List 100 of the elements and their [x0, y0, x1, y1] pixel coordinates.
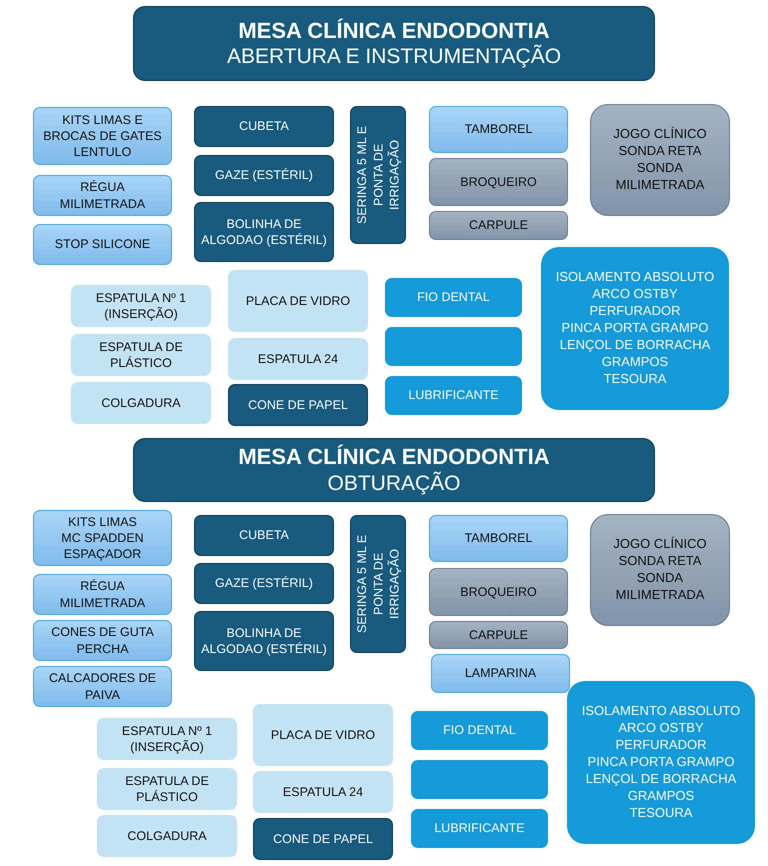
item-card — [71, 334, 211, 376]
item-label: BOLINHA DE ALGODAO (ESTÉRIL) — [201, 216, 327, 248]
item-card — [350, 515, 406, 653]
item-label: KITS LIMAS E BROCAS DE GATES — [42, 112, 163, 144]
item-label: COLGADURA — [127, 828, 207, 844]
item-label: ARCO OSTBY — [592, 286, 678, 304]
item-card — [228, 338, 368, 380]
item-card — [385, 278, 522, 317]
item-label: CARPULE — [468, 626, 528, 644]
item-label: PINCA PORTA GRAMPO — [588, 754, 734, 771]
item-card — [33, 510, 172, 566]
item-card — [194, 563, 334, 604]
item-label: LUBRIFICANTE — [408, 387, 499, 404]
item-card — [385, 376, 522, 415]
item-label: PERFURADOR — [615, 737, 706, 754]
item-label: GRAMPOS — [628, 788, 694, 805]
item-label: CALCADORES DE PAIVA — [48, 670, 157, 703]
item-label: BOLINHA DE ALGODAO (ESTÉRIL) — [201, 624, 327, 658]
item-label: CUBETA — [239, 527, 289, 544]
item-label: TAMBOREL — [464, 530, 532, 547]
item-label: ESPATULA DE PLÁSTICO — [124, 772, 210, 806]
item-label: COLGADURA — [101, 394, 181, 412]
item-label: CONE DE PAPEL — [273, 830, 373, 848]
item-card — [71, 382, 211, 424]
item-label: KITS LIMAS — [68, 514, 137, 530]
title-banner — [133, 438, 655, 502]
item-card — [33, 107, 172, 165]
banner-heading: MESA CLÍNICA ENDODONTIA — [238, 16, 550, 44]
item-label: PINCA PORTA GRAMPO — [562, 320, 708, 337]
item-card — [350, 106, 406, 244]
item-card — [71, 285, 211, 327]
item-card — [33, 175, 172, 216]
item-label: LENÇOL DE BORRACHA — [560, 336, 710, 354]
item-label: GAZE (ESTÉRIL) — [215, 167, 313, 184]
item-label: JOGO CLÍNICO — [613, 536, 707, 554]
item-label: ESPATULA 24 — [282, 784, 364, 800]
item-label: ESPATULA DE PLÁSTICO — [98, 338, 184, 372]
item-card — [541, 247, 729, 410]
item-label: GRAMPOS — [602, 354, 668, 371]
item-label: GAZE (ESTÉRIL) — [215, 575, 313, 592]
item-card — [194, 202, 334, 262]
item-label: CONES DE GUTA PERCHA — [50, 624, 155, 657]
item-label: JOGO CLÍNICO — [613, 126, 707, 144]
banner-heading: MESA CLÍNICA ENDODONTIA — [238, 443, 550, 471]
item-card — [194, 515, 334, 556]
item-label: TESOURA — [630, 804, 692, 822]
item-card — [429, 211, 568, 240]
item-card — [33, 620, 172, 661]
item-label: PERFURADOR — [589, 303, 680, 320]
item-card — [194, 155, 334, 196]
item-card — [194, 611, 334, 671]
item-label: ISOLAMENTO ABSOLUTO — [582, 703, 740, 720]
item-label: STOP SILICONE — [54, 236, 150, 253]
item-label: ESPATULA Nº 1 (INSERÇÃO) — [120, 722, 214, 756]
item-label: RÉGUA MILIMETRADA — [58, 578, 146, 611]
item-label: CONE DE PAPEL — [248, 396, 348, 414]
item-card — [429, 158, 568, 206]
item-label: PLACA DE VIDRO — [246, 292, 350, 310]
item-label: SONDA RETA — [618, 143, 702, 160]
item-label: LUBRIFICANTE — [434, 820, 525, 837]
banner-subheading: ABERTURA E INSTRUMENTAÇÃO — [226, 44, 562, 70]
item-card — [228, 384, 368, 426]
item-card — [97, 815, 237, 857]
item-card — [411, 809, 548, 848]
item-card — [228, 270, 368, 332]
item-label: ESPATULA 24 — [258, 350, 338, 368]
item-card — [253, 771, 393, 813]
item-label: ARCO OSTBY — [618, 720, 704, 738]
item-label: LENTULO — [74, 144, 132, 160]
item-label: FIO DENTAL — [417, 289, 490, 306]
item-label: CUBETA — [239, 118, 289, 135]
item-label: MC SPADDEN — [61, 530, 144, 546]
item-label: SONDA MILIMETRADA — [614, 570, 706, 604]
item-label: ESPAÇADOR — [64, 546, 142, 562]
item-card — [253, 704, 393, 766]
item-card — [385, 327, 522, 366]
item-card — [429, 515, 568, 562]
item-label: FIO DENTAL — [443, 722, 516, 739]
item-label: SERINGA 5 ML E PONTA DE IRRIGAÇÃO — [354, 124, 402, 226]
item-label: SONDA MILIMETRADA — [614, 160, 706, 194]
item-label: BROQUEIRO — [460, 584, 537, 600]
item-card — [253, 818, 393, 860]
item-card — [431, 654, 570, 693]
item-label: TAMBOREL — [464, 121, 532, 138]
item-label: SERINGA 5 ML E PONTA DE IRRIGAÇÃO — [354, 534, 402, 636]
item-label: ESPATULA Nº 1 (INSERÇÃO) — [94, 290, 188, 322]
item-card — [194, 106, 334, 147]
item-card — [590, 514, 730, 626]
item-card — [411, 711, 548, 750]
item-label: BROQUEIRO — [460, 174, 537, 190]
item-card — [97, 718, 237, 760]
item-label: TESOURA — [604, 370, 666, 388]
item-card — [429, 621, 568, 649]
item-label: LAMPARINA — [464, 665, 536, 682]
item-card — [33, 574, 172, 615]
item-card — [33, 666, 172, 707]
item-card — [411, 760, 548, 799]
item-label: SONDA RETA — [618, 553, 702, 570]
item-label: ISOLAMENTO ABSOLUTO — [556, 269, 714, 286]
item-label: LENÇOL DE BORRACHA — [586, 770, 736, 788]
